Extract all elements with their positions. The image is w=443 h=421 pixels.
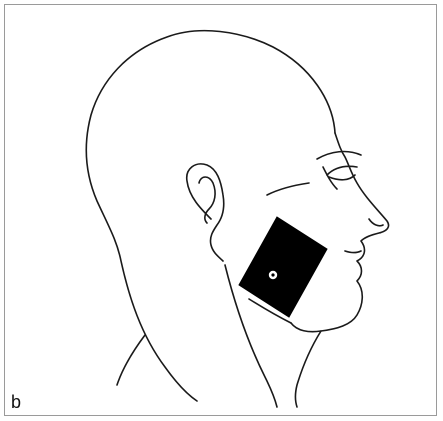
eye-lower bbox=[329, 175, 355, 180]
panel-label: b bbox=[11, 392, 21, 412]
mouth-line bbox=[345, 251, 361, 253]
brow bbox=[317, 152, 361, 159]
neck-front bbox=[296, 331, 322, 407]
figure-panel: b bbox=[4, 4, 437, 416]
cheekbone-line bbox=[267, 183, 309, 195]
neck-back bbox=[117, 335, 145, 385]
nostril bbox=[369, 219, 383, 226]
head-outline bbox=[86, 31, 335, 401]
electrode-pad bbox=[239, 217, 327, 317]
head-illustration bbox=[5, 5, 438, 417]
electrode-dot-inner bbox=[271, 273, 274, 276]
ear-outline bbox=[187, 164, 224, 261]
pad-rectangle bbox=[239, 217, 327, 317]
face-profile bbox=[291, 133, 389, 332]
